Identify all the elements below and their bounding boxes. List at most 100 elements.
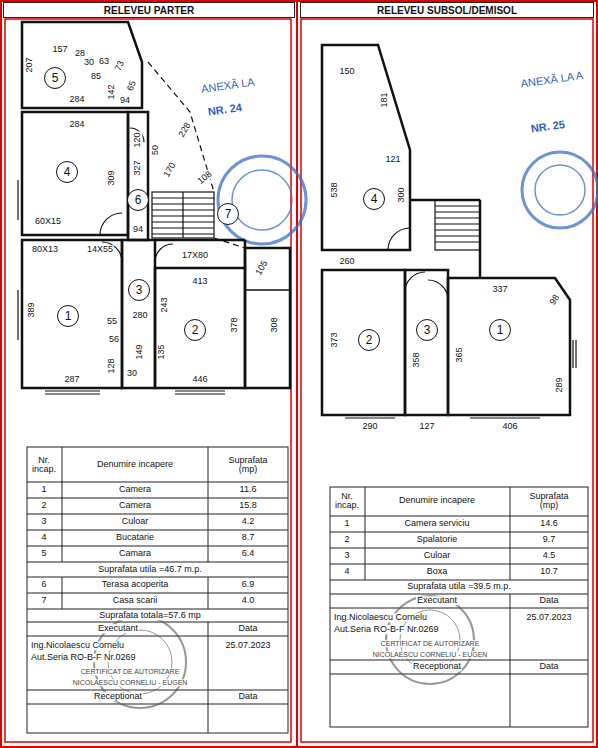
table-cell: 10.7 (539, 567, 559, 576)
dimension-label: 150 (338, 67, 355, 76)
table-cell: 11.6 (239, 485, 258, 494)
table-cell: Receptionat (93, 692, 143, 701)
table-cell: Denumire incapere (398, 496, 476, 505)
dimension-label: 73 (113, 59, 127, 74)
table-cell: 3 (343, 551, 350, 560)
dimension-label: 30 (83, 58, 95, 67)
dimension-label: 181 (380, 91, 389, 108)
dimension-label: 17X80 (181, 251, 209, 260)
dimension-label: 80X13 (31, 245, 59, 254)
table-cell: 2 (40, 501, 47, 510)
table-cell: Executant (416, 596, 458, 605)
room-number: 5 (52, 71, 59, 85)
dimension-label: 280 (131, 311, 148, 320)
dimension-label: 60X15 (34, 217, 62, 226)
table-cell: 1 (40, 485, 47, 494)
room-number: 3 (136, 283, 143, 297)
room-number: 4 (64, 165, 71, 179)
dimension-label: 309 (107, 169, 116, 186)
dimension-label: 63 (98, 57, 110, 66)
dimension-label: 327 (133, 159, 142, 176)
dimension-label: 135 (157, 343, 166, 360)
dimension-label: 308 (270, 316, 279, 333)
table-cell: Suprafata (mp) (220, 456, 277, 475)
table-cell: 2 (343, 535, 350, 544)
table-cell: 5 (40, 549, 47, 558)
stamp-text: NR. 24 (206, 102, 244, 118)
dimension-label: 284 (68, 120, 85, 129)
dimension-label: 170 (162, 160, 179, 179)
table-cell: Suprafata utila =39.5 m.p. (406, 582, 511, 591)
table-cell: 4.0 (241, 596, 256, 605)
stamp-text: NICOLAESCU CORNELIU - EUGEN (372, 651, 489, 658)
room-circle: 3 (128, 279, 150, 301)
dimension-label: 121 (384, 155, 401, 164)
dimension-label: 50 (151, 144, 160, 156)
stamp-text: CERTIFICAT DE AUTORIZARE (80, 668, 181, 675)
table-cell: 25.07.2023 (525, 613, 572, 622)
room-circle: 7 (217, 203, 239, 225)
dimension-label: 389 (27, 301, 36, 318)
heading-band: RELEVEU PARTER (3, 2, 295, 18)
dimension-label: 94 (119, 96, 131, 105)
table-cell: Nr. incap. (28, 456, 60, 475)
dimension-label: 128 (107, 357, 116, 374)
room-number: 2 (192, 323, 199, 337)
dimension-label: 373 (330, 331, 339, 348)
room-circle: 5 (44, 67, 66, 89)
dimension-label: 260 (338, 257, 355, 266)
table-cell: Aut.Seria RO-B-F Nr.0269 (333, 625, 440, 634)
dimension-label: 358 (412, 351, 421, 368)
table-cell: Culoar (423, 551, 452, 560)
stamp-text: NR. 25 (529, 119, 567, 135)
stamp-text: NICOLAESCU CORNELIU - EUGEN (72, 679, 189, 686)
dimension-label: 207 (25, 56, 34, 73)
table-cell: Camera serviciu (403, 519, 470, 528)
table-cell: 4 (343, 567, 350, 576)
table-cell: 6 (40, 580, 47, 589)
table-cell: 6.4 (241, 549, 256, 558)
table-cell: 4.5 (542, 551, 557, 560)
table-cell: Camera (118, 485, 152, 494)
dimension-label: 127 (418, 422, 435, 431)
dimension-label: 337 (491, 285, 508, 294)
dimension-label: 538 (330, 181, 339, 198)
room-circle: 6 (127, 189, 149, 211)
table-cell: Suprafata utila =46.7 m.p. (97, 565, 202, 574)
table-cell: Spalatorie (416, 535, 459, 544)
dimension-label: 413 (191, 277, 208, 286)
table-cell: Denumire incapere (96, 460, 174, 469)
room-number: 7 (225, 207, 232, 221)
dimension-label: 378 (230, 316, 239, 333)
table-cell: Ing.Nicolaescu Cornelu (333, 613, 428, 622)
table-cell: Data (538, 662, 559, 671)
dimension-label: 105 (254, 258, 271, 277)
table-cell: Boxa (426, 567, 449, 576)
table-cell: Culoar (121, 517, 150, 526)
panel-heading: RELEVEU PARTER (104, 5, 194, 16)
table-cell: Suprafata (mp) (521, 492, 578, 511)
dimension-label: 157 (51, 45, 68, 54)
room-circle: 2 (184, 319, 206, 341)
table-cell: Receptionat (412, 662, 462, 671)
room-circle: 3 (416, 319, 438, 341)
dimension-label: 284 (68, 95, 85, 104)
table-cell: 14.6 (539, 519, 559, 528)
table-cell: Terasa acoperita (101, 580, 170, 589)
dimension-label: 120 (133, 131, 142, 148)
panel-heading: RELEVEU SUBSOL/DEMISOL (377, 5, 517, 16)
table-cell: 4 (40, 533, 47, 542)
stamp-text: CERTIFICAT DE AUTORIZARE (380, 640, 481, 647)
room-number: 6 (135, 193, 142, 207)
dimension-label: 300 (397, 186, 406, 203)
room-circle: 1 (57, 305, 79, 327)
room-number: 4 (371, 192, 378, 206)
dimension-label: 56 (108, 335, 120, 344)
stamp-text: ANEXĂ LA A (519, 70, 585, 90)
room-circle: 1 (489, 319, 511, 341)
dimension-label: 108 (195, 169, 214, 187)
room-circle: 4 (56, 161, 78, 183)
table-cell: 3 (40, 517, 47, 526)
room-number: 3 (424, 323, 431, 337)
